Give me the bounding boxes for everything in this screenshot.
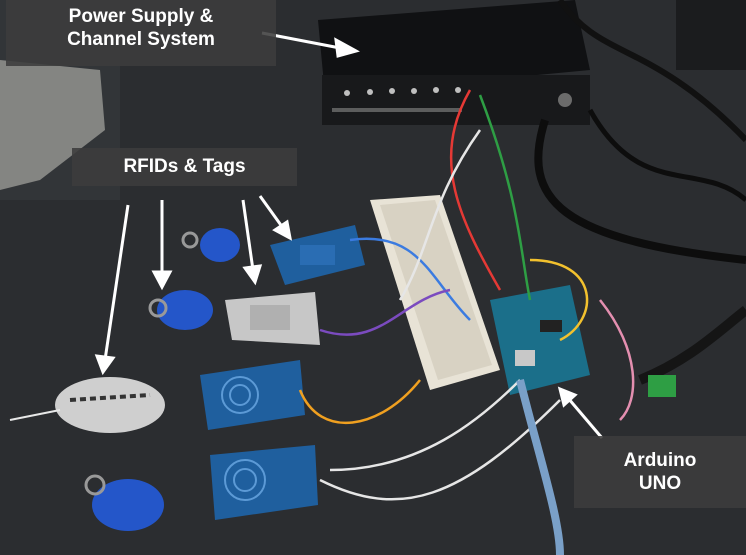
wire-yellow	[529, 258, 589, 342]
power-cord	[557, 0, 746, 143]
rfid-module	[210, 445, 318, 520]
arduino-uno-board	[490, 285, 590, 395]
power-supply-label: Power Supply & Channel System	[6, 0, 276, 66]
rfid-module	[270, 225, 365, 285]
wire-white	[398, 129, 482, 301]
rfid-tag-fob	[148, 290, 213, 330]
wall-adapter	[676, 0, 746, 70]
wire-purple	[319, 288, 451, 336]
black-cable	[587, 108, 746, 202]
wire-white	[329, 379, 521, 472]
rfid-module	[200, 360, 305, 430]
rfid-tag-fob	[84, 474, 164, 531]
usb-cable	[516, 379, 564, 555]
wire-green	[478, 94, 532, 301]
black-cable	[534, 118, 746, 264]
jumper-wires	[298, 89, 635, 501]
wire-blue	[349, 237, 471, 321]
wire-red	[449, 89, 502, 291]
arduino-label-line2: UNO	[638, 472, 682, 494]
wrapped-tag	[9, 377, 165, 433]
plastic-container	[0, 60, 105, 190]
arrow-arduino	[566, 397, 604, 439]
annotation-arrows	[94, 31, 604, 439]
wire-white	[319, 399, 561, 501]
power-supply-label-line1: Power Supply &	[68, 6, 214, 27]
arrow-tag-1	[103, 204, 130, 361]
wire-pink	[599, 299, 635, 421]
arrow-module-2	[258, 195, 285, 229]
rfid-label-text: RFIDs & Tags	[123, 156, 246, 177]
coax-cable	[638, 306, 746, 385]
arrow-module-1	[241, 199, 255, 271]
terminal-block	[648, 375, 676, 397]
rfid-module	[225, 292, 320, 345]
power-supply-label-line2: Channel System	[67, 28, 215, 50]
power-supply-box	[318, 0, 590, 125]
rfid-tag-fob	[181, 228, 240, 262]
wire-orange	[298, 379, 421, 425]
rfid-label: RFIDs & Tags	[72, 148, 297, 186]
arduino-label: Arduino UNO	[574, 436, 746, 508]
arduino-label-line1: Arduino	[623, 450, 697, 471]
breadboard	[370, 195, 500, 390]
